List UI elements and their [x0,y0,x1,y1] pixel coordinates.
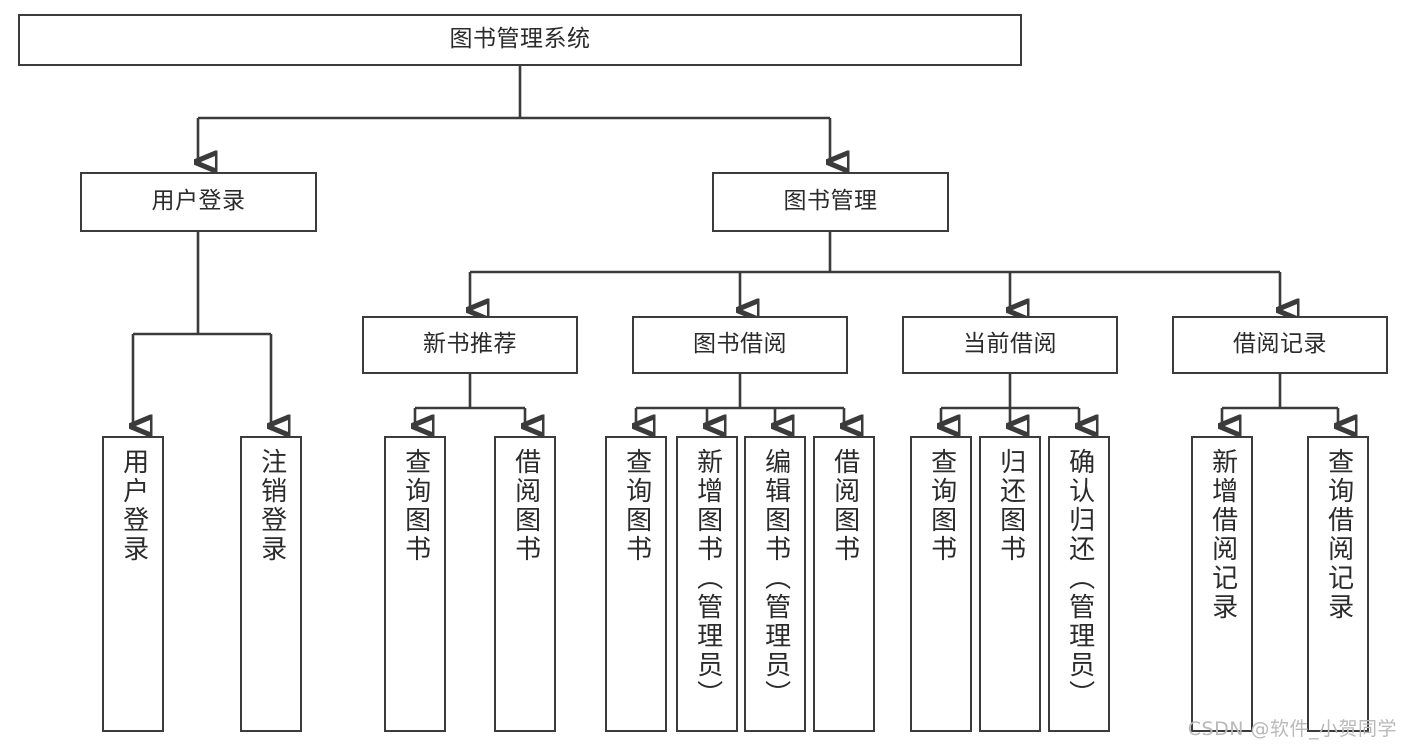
node-current-borrow[interactable]: 当前借阅 [902,316,1118,374]
leaf-book-borrow-borrow-book[interactable]: 借阅图书 [813,436,875,732]
node-label: 图书管理系统 [449,26,591,53]
leaf-current-borrow-query-book[interactable]: 查询图书 [910,436,972,732]
node-book-borrow[interactable]: 图书借阅 [632,316,848,374]
node-borrow-record[interactable]: 借阅记录 [1172,316,1388,374]
node-new-book-recommend[interactable]: 新书推荐 [362,316,578,374]
leaf-borrow-record-query-record[interactable]: 查询借阅记录 [1307,436,1369,732]
node-label: 编辑图书（管理员） [760,448,791,709]
node-label: 用户登录 [151,188,246,215]
node-label: 新增借阅记录 [1207,448,1238,622]
node-label: 图书借阅 [693,331,787,358]
leaf-new-book-borrow-book[interactable]: 借阅图书 [494,436,556,732]
node-label: 查询图书 [926,448,957,564]
node-label: 新增图书（管理员） [692,448,723,709]
node-label: 查询图书 [400,448,431,564]
leaf-book-borrow-edit-book-admin[interactable]: 编辑图书（管理员） [744,436,806,732]
leaf-book-borrow-query-book[interactable]: 查询图书 [605,436,667,732]
node-label: 用户登录 [118,448,149,564]
leaf-current-borrow-confirm-return-admin[interactable]: 确认归还（管理员） [1048,436,1110,732]
node-label: 新书推荐 [423,331,517,358]
leaf-book-borrow-add-book-admin[interactable]: 新增图书（管理员） [676,436,738,732]
node-label: 当前借阅 [963,331,1057,358]
node-label: 借阅图书 [510,448,541,564]
node-label: 借阅图书 [829,448,860,564]
watermark-text: CSDN @软件_小贺同学 [1187,718,1397,740]
node-root-book-management-system[interactable]: 图书管理系统 [18,14,1022,66]
node-user-login[interactable]: 用户登录 [80,172,317,232]
leaf-borrow-record-add-record[interactable]: 新增借阅记录 [1191,436,1253,732]
node-label: 图书管理 [783,188,878,215]
node-label: 查询借阅记录 [1323,448,1354,622]
node-label: 注销登录 [256,448,287,564]
node-label: 确认归还（管理员） [1064,448,1095,709]
leaf-user-login-logout[interactable]: 注销登录 [240,436,302,732]
node-book-management[interactable]: 图书管理 [712,172,949,232]
leaf-current-borrow-return-book[interactable]: 归还图书 [979,436,1041,732]
node-label: 归还图书 [995,448,1026,564]
leaf-new-book-query-book[interactable]: 查询图书 [384,436,446,732]
leaf-user-login-login[interactable]: 用户登录 [102,436,164,732]
node-label: 借阅记录 [1233,331,1327,358]
node-label: 查询图书 [621,448,652,564]
